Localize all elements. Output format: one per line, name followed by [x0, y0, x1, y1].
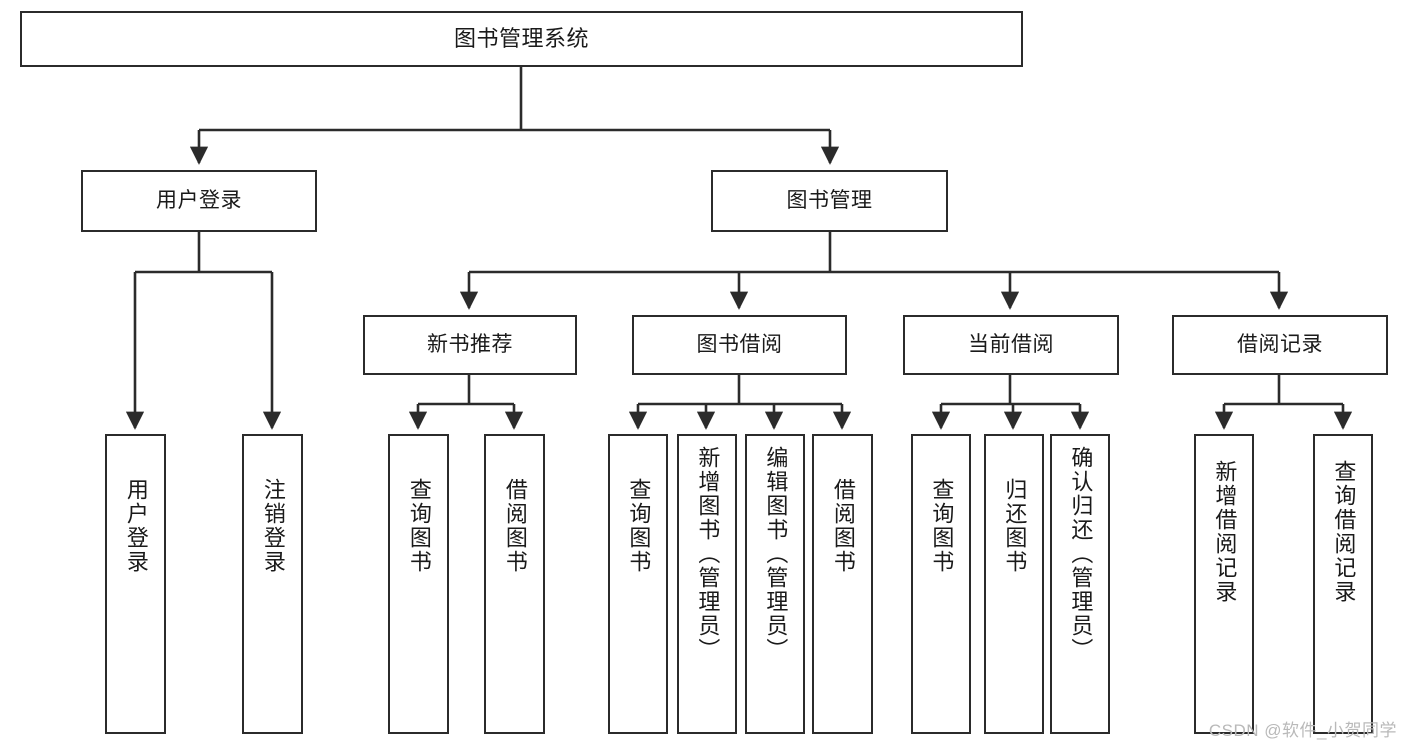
leaf-edit-book-admin[interactable]: 编辑图书（管理员）	[745, 434, 805, 734]
leaf-borrow-book-recommend[interactable]: 借阅图书	[484, 434, 545, 734]
node-label: 查询借阅记录	[1331, 460, 1357, 604]
leaf-logout[interactable]: 注销登录	[242, 434, 303, 734]
node-borrow-record[interactable]: 借阅记录	[1172, 315, 1388, 375]
node-label: 确认归还（管理员）	[1068, 446, 1094, 662]
node-label: 借阅图书	[830, 478, 856, 574]
node-label: 用户登录	[156, 189, 242, 213]
node-label: 借阅记录	[1237, 333, 1323, 357]
node-current-borrow[interactable]: 当前借阅	[903, 315, 1119, 375]
leaf-borrow-book-borrow[interactable]: 借阅图书	[812, 434, 873, 734]
node-label: 查询图书	[406, 478, 432, 574]
node-label: 查询图书	[626, 478, 652, 574]
node-label: 借阅图书	[502, 478, 528, 574]
node-root-book-management-system[interactable]: 图书管理系统	[20, 11, 1023, 67]
node-book-management[interactable]: 图书管理	[711, 170, 948, 232]
leaf-query-book-recommend[interactable]: 查询图书	[388, 434, 449, 734]
node-label: 归还图书	[1002, 478, 1028, 574]
node-user-login[interactable]: 用户登录	[81, 170, 317, 232]
node-label: 编辑图书（管理员）	[763, 446, 789, 662]
node-label: 新增借阅记录	[1212, 460, 1238, 604]
node-label: 新增图书（管理员）	[695, 446, 721, 662]
node-label: 查询图书	[929, 478, 955, 574]
leaf-add-borrow-record[interactable]: 新增借阅记录	[1194, 434, 1254, 734]
node-book-borrow[interactable]: 图书借阅	[632, 315, 847, 375]
node-label: 新书推荐	[427, 333, 513, 357]
node-label: 图书借阅	[696, 333, 783, 357]
leaf-add-book-admin[interactable]: 新增图书（管理员）	[677, 434, 737, 734]
leaf-confirm-return-admin[interactable]: 确认归还（管理员）	[1050, 434, 1110, 734]
node-label: 注销登录	[260, 478, 286, 574]
leaf-query-borrow-record[interactable]: 查询借阅记录	[1313, 434, 1373, 734]
leaf-query-book-borrow[interactable]: 查询图书	[608, 434, 668, 734]
csdn-watermark: CSDN @软件_小贺同学	[1208, 721, 1397, 740]
node-label: 用户登录	[123, 478, 149, 574]
node-new-book-recommend[interactable]: 新书推荐	[363, 315, 577, 375]
node-label: 当前借阅	[968, 333, 1054, 357]
leaf-user-login[interactable]: 用户登录	[105, 434, 166, 734]
leaf-return-book[interactable]: 归还图书	[984, 434, 1044, 734]
node-label: 图书管理系统	[453, 25, 589, 51]
leaf-query-book-current[interactable]: 查询图书	[911, 434, 971, 734]
node-label: 图书管理	[786, 189, 873, 213]
